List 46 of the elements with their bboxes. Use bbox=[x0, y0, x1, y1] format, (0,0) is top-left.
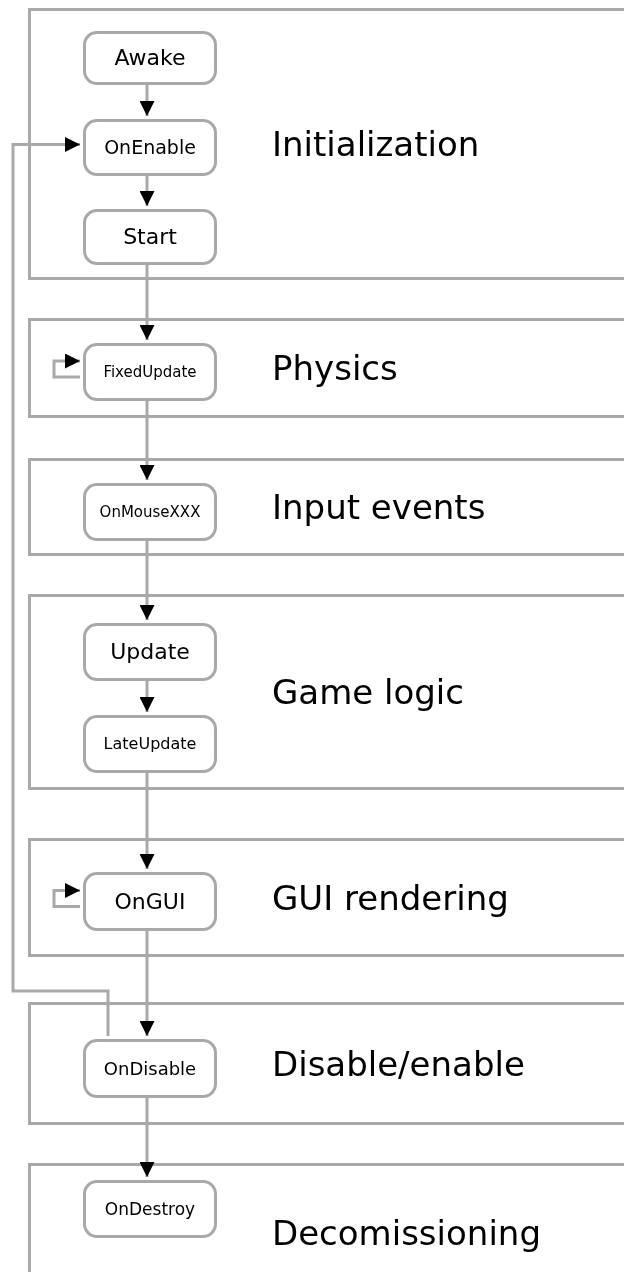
event-label: OnEnable bbox=[104, 138, 196, 157]
flow-arrow bbox=[139, 770, 155, 869]
event-label: Awake bbox=[114, 47, 186, 69]
flow-arrow bbox=[139, 398, 155, 480]
event-label: OnGUI bbox=[114, 890, 186, 913]
event-box bbox=[83, 209, 217, 265]
stage-panel bbox=[28, 318, 624, 418]
event-label: OnDisable bbox=[103, 1059, 197, 1078]
stage-title: Decomissioning bbox=[272, 1216, 541, 1250]
stage-panel bbox=[28, 1163, 624, 1272]
stage-panel bbox=[28, 458, 624, 556]
event-box bbox=[83, 483, 217, 541]
flow-arrow bbox=[139, 262, 155, 340]
flow-arrow bbox=[139, 173, 155, 206]
stage-panel bbox=[28, 594, 624, 790]
flow-arrow bbox=[139, 538, 155, 620]
flow-arrow bbox=[52, 353, 80, 379]
stage-title: Game logic bbox=[272, 675, 464, 709]
event-label: LateUpdate bbox=[103, 736, 197, 752]
event-box bbox=[83, 1180, 217, 1238]
event-box bbox=[83, 31, 217, 85]
stage-panel bbox=[28, 1002, 624, 1125]
stage-title: Disable/enable bbox=[272, 1046, 525, 1081]
event-label: Start bbox=[123, 226, 177, 248]
event-box bbox=[83, 623, 217, 681]
stage-title: Physics bbox=[272, 351, 398, 385]
event-label: OnDestroy bbox=[104, 1200, 196, 1218]
flow-arrow bbox=[139, 1095, 155, 1177]
stage-title: GUI rendering bbox=[272, 880, 509, 915]
event-box bbox=[83, 119, 217, 176]
event-box bbox=[83, 343, 217, 401]
flow-arrow bbox=[139, 82, 155, 116]
event-box bbox=[83, 872, 217, 931]
flow-arrow bbox=[52, 883, 80, 908]
flow-arrow bbox=[139, 678, 155, 712]
flow-arrow bbox=[139, 928, 155, 1036]
stage-title: Initialization bbox=[272, 127, 480, 161]
event-box bbox=[83, 1039, 217, 1098]
stage-panel bbox=[28, 838, 624, 957]
flow-arrow bbox=[11, 137, 110, 1036]
event-label: FixedUpdate bbox=[103, 364, 197, 380]
event-label: Update bbox=[110, 641, 190, 663]
event-box bbox=[83, 715, 217, 773]
stage-panel bbox=[28, 8, 624, 280]
stage-title: Input events bbox=[272, 490, 486, 524]
event-label: OnMouseXXX bbox=[99, 504, 201, 520]
